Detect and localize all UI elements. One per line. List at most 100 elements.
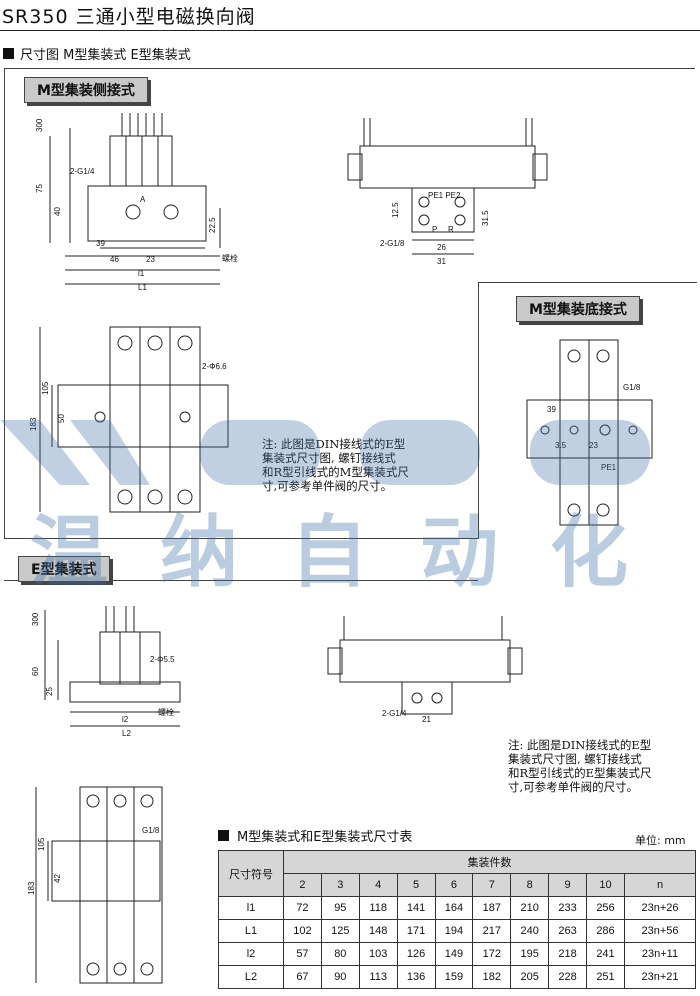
section-divider bbox=[4, 538, 478, 539]
label-port-g18: 2-G1/8 bbox=[380, 239, 405, 248]
row-header: 尺寸符号 bbox=[218, 850, 284, 897]
table-cell: 164 bbox=[434, 896, 474, 920]
dim-21: 21 bbox=[422, 715, 431, 724]
col-header: 7 bbox=[472, 873, 512, 897]
dim-23: 23 bbox=[146, 255, 155, 264]
table-cell: 23n+26 bbox=[624, 896, 696, 920]
note-m: 注: 此图是DIN接线式的E型 集装式尺寸图, 螺钉接线式 和R型引线式的M型集… bbox=[262, 437, 409, 493]
row-label: L2 bbox=[218, 965, 284, 989]
col-header: 4 bbox=[358, 873, 398, 897]
dim-22-5: 22.5 bbox=[208, 217, 217, 233]
dim-23b: 23 bbox=[589, 441, 598, 450]
table-cell: 23n+21 bbox=[624, 965, 696, 989]
dim-300: 300 bbox=[35, 118, 44, 132]
dim-l2: l2 bbox=[122, 715, 129, 724]
dim-l1: l1 bbox=[138, 269, 145, 278]
table-cell: 210 bbox=[510, 896, 550, 920]
dim-12-5: 12.5 bbox=[391, 202, 400, 218]
dim-40: 40 bbox=[53, 207, 62, 216]
table-cell: 102 bbox=[283, 919, 322, 943]
note-e: 注: 此图是DIN接线式的E型 集装式尺寸图, 螺钉接线式 和R型引线式的E型集… bbox=[508, 738, 652, 794]
table-cell: 241 bbox=[586, 942, 625, 966]
col-header: 3 bbox=[320, 873, 360, 897]
table-cell: 251 bbox=[586, 965, 625, 989]
table-row: L2 67 90 113 136 159 182 205 228 251 23n… bbox=[218, 965, 696, 989]
label-phi66: 2-Φ6.6 bbox=[202, 362, 227, 371]
col-header: 10 bbox=[586, 873, 625, 897]
table-cell: 90 bbox=[320, 965, 360, 989]
table-cell: 80 bbox=[320, 942, 360, 966]
table-cell: 217 bbox=[472, 919, 512, 943]
col-header: 2 bbox=[283, 873, 322, 897]
label-g18-e: G1/8 bbox=[142, 826, 160, 835]
group-header: 集装件数 bbox=[283, 850, 696, 874]
dim-300b: 300 bbox=[31, 612, 40, 626]
col-header: 6 bbox=[434, 873, 474, 897]
table-cell: 113 bbox=[358, 965, 398, 989]
dim-183: 183 bbox=[29, 417, 38, 431]
dim-42: 42 bbox=[53, 874, 62, 883]
table-cell: 195 bbox=[510, 942, 550, 966]
dim-46: 46 bbox=[110, 255, 119, 264]
m-section-frame bbox=[4, 68, 695, 539]
dim-26: 26 bbox=[437, 243, 446, 252]
label-pe1: PE1 bbox=[601, 463, 617, 472]
table-cell: 23n+56 bbox=[624, 919, 696, 943]
dim-50: 50 bbox=[57, 414, 66, 423]
table-cell: 240 bbox=[510, 919, 550, 943]
table-cell: 228 bbox=[548, 965, 587, 989]
table-cell: 118 bbox=[358, 896, 398, 920]
col-header: 9 bbox=[548, 873, 587, 897]
section-heading-text: 尺寸图 M型集装式 E型集装式 bbox=[20, 48, 191, 63]
table-cell: 263 bbox=[548, 919, 587, 943]
drawing-m-side-front: 300 75 40 22.5 39 46 23 l1 L1 2-G1/4 A 螺… bbox=[35, 108, 238, 292]
table-cell: 159 bbox=[434, 965, 474, 989]
col-header: 8 bbox=[510, 873, 550, 897]
drawing-m-side-top: 183 105 50 2-Φ6.6 bbox=[29, 325, 250, 520]
drawing-e-elevation: 2-G1/4 21 bbox=[322, 610, 522, 724]
table-cell: 67 bbox=[283, 965, 322, 989]
dim-183b: 183 bbox=[27, 881, 36, 895]
m-bottom-frame bbox=[478, 282, 697, 539]
row-label: L1 bbox=[218, 919, 284, 943]
dim-105: 105 bbox=[41, 381, 50, 395]
label-screw-e: 螺栓 bbox=[158, 707, 174, 717]
e-section-rule bbox=[4, 580, 478, 581]
tag-m-bottom: M型集装底接式 bbox=[516, 296, 640, 322]
dim-39b: 39 bbox=[547, 405, 556, 414]
table-cell: 136 bbox=[396, 965, 436, 989]
dim-60: 60 bbox=[31, 667, 40, 676]
table-cell: 103 bbox=[358, 942, 398, 966]
dim-3-5: 3.5 bbox=[555, 441, 567, 450]
label-g18: G1/8 bbox=[623, 383, 641, 392]
table-cell: 57 bbox=[283, 942, 322, 966]
label-port-p: P bbox=[432, 225, 437, 234]
title-rule bbox=[0, 30, 700, 31]
dim-31-5: 31.5 bbox=[481, 210, 490, 226]
table-cell: 218 bbox=[548, 942, 587, 966]
table-cell: 125 bbox=[320, 919, 360, 943]
table-row: l2 57 80 103 126 149 172 195 218 241 23n… bbox=[218, 942, 696, 966]
table-cell: 148 bbox=[358, 919, 398, 943]
drawing-m-side-elevation: PE1 PE2 12.5 31.5 26 31 2-G1/8 P R bbox=[340, 108, 550, 266]
dim-L2: L2 bbox=[122, 729, 131, 738]
col-header: 5 bbox=[396, 873, 436, 897]
section-heading: 尺寸图 M型集装式 E型集装式 bbox=[3, 44, 191, 63]
dim-25: 25 bbox=[45, 687, 54, 696]
dim-L1: L1 bbox=[138, 283, 147, 292]
label-pe1-pe2: PE1 PE2 bbox=[428, 191, 461, 200]
table-title: M型集装式和E型集装式尺寸表 bbox=[218, 826, 412, 845]
table-row: l1 72 95 118 141 164 187 210 233 256 23n… bbox=[218, 896, 696, 920]
label-phi55: 2-Φ5.5 bbox=[150, 655, 175, 664]
table-cell: 171 bbox=[396, 919, 436, 943]
table-cell: 187 bbox=[472, 896, 512, 920]
label-port-g14: 2-G1/4 bbox=[70, 167, 95, 176]
table-cell: 205 bbox=[510, 965, 550, 989]
square-bullet-icon bbox=[218, 830, 229, 841]
table-cell: 141 bbox=[396, 896, 436, 920]
table-cell: 23n+11 bbox=[624, 942, 696, 966]
label-screw: 螺栓 bbox=[222, 253, 238, 263]
table-cell: 95 bbox=[320, 896, 360, 920]
dim-39: 39 bbox=[96, 239, 105, 248]
table-cell: 126 bbox=[396, 942, 436, 966]
